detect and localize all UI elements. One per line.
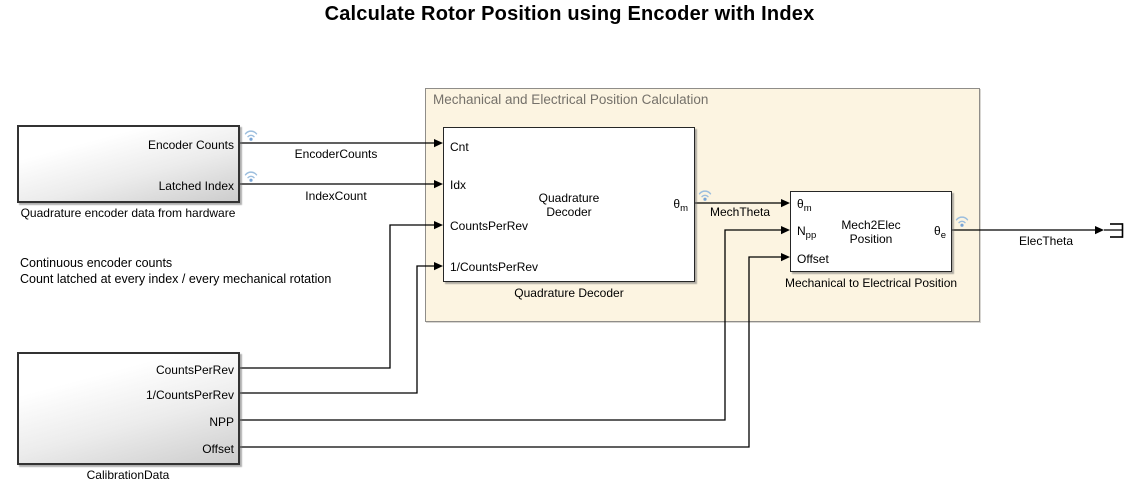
block-caption-quadrature-decoder: Quadrature Decoder [514,286,624,300]
block-encoder-hw[interactable]: Encoder Counts Latched Index [17,125,240,203]
wire-offset[interactable] [240,253,790,448]
port-label-cal-inv-countsperrev: 1/CountsPerRev [145,388,234,402]
block-name-quadrature-decoder: Quadrature Decoder [538,191,600,219]
wire-index-count[interactable] [240,180,443,189]
port-label-npp-in: Npp [797,224,817,241]
wire-countsperrev[interactable] [240,221,443,369]
port-label-cal-offset: Offset [202,442,234,456]
wire-inv-countsperrev[interactable] [240,262,443,394]
port-label-cal-npp: NPP [209,415,234,429]
block-caption-encoder-hw: Quadrature encoder data from hardware [20,206,236,220]
block-mech2elec[interactable]: θm Npp Offset Mech2Elec Position θe [790,191,952,272]
signal-logging-icon[interactable] [244,169,258,182]
block-quadrature-decoder[interactable]: Cnt Idx CountsPerRev 1/CountsPerRev Quad… [443,127,695,282]
wire-npp[interactable] [240,226,790,421]
block-caption-mech2elec: Mechanical to Electrical Position [784,276,958,290]
port-label-latched-index: Latched Index [158,179,234,193]
port-label-theta-e-out: θe [934,224,946,241]
signal-label-electheta[interactable]: ElecTheta [1018,234,1074,248]
wire-elec-theta[interactable] [952,226,1122,235]
block-name-mech2elec: Mech2Elec Position [841,218,901,246]
block-calibration-data[interactable]: CountsPerRev 1/CountsPerRev NPP Offset [17,352,240,465]
port-label-idx: Idx [450,178,467,192]
output-stub-icon[interactable] [1110,223,1124,238]
port-label-theta-m-out: θm [673,197,688,214]
wire-mech-theta[interactable] [695,199,790,208]
port-label-cal-countsperrev: CountsPerRev [155,363,234,377]
port-label-dec-inv-countsperrev: 1/CountsPerRev [450,260,539,274]
port-label-encoder-counts: Encoder Counts [147,138,234,152]
diagram-title[interactable]: Calculate Rotor Position using Encoder w… [324,3,815,25]
signal-label-encodercounts[interactable]: EncoderCounts [294,147,378,161]
signal-label-indexcount[interactable]: IndexCount [305,189,367,203]
port-label-dec-countsperrev: CountsPerRev [450,219,529,233]
signal-logging-icon[interactable] [955,214,969,227]
port-label-theta-m-in: θm [797,197,812,214]
text-annotation[interactable]: Continuous encoder counts Count latched … [20,256,332,286]
area-header-label: Mechanical and Electrical Position Calcu… [433,92,709,107]
block-caption-calibration-data: CalibrationData [86,468,170,482]
signal-logging-icon[interactable] [244,128,258,141]
signal-label-mechtheta[interactable]: MechTheta [709,205,771,219]
port-label-cnt: Cnt [450,140,469,154]
wire-encoder-counts[interactable] [240,139,443,148]
port-label-offset-in: Offset [797,252,829,266]
signal-logging-icon[interactable] [698,188,712,201]
